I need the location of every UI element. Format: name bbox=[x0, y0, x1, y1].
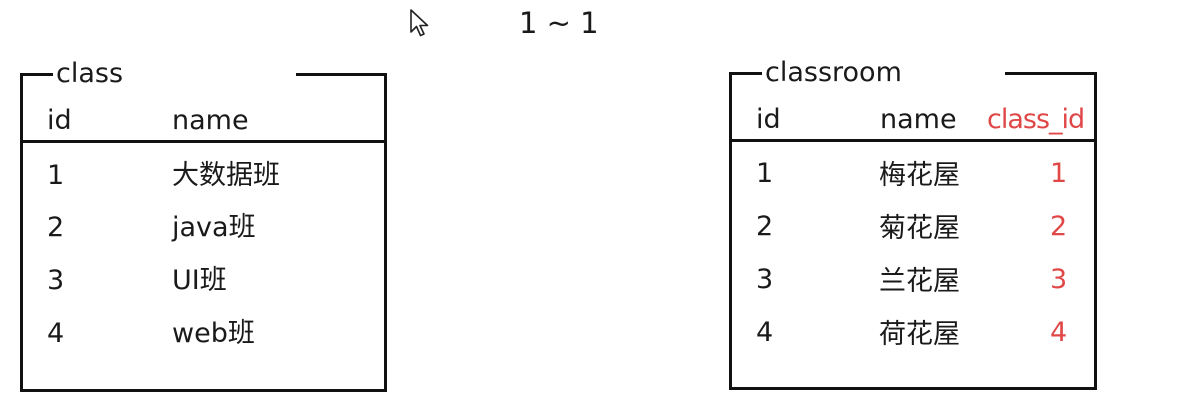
classroom-cell-id: 1 bbox=[756, 158, 774, 189]
classroom-cell-class-id: 3 bbox=[1050, 264, 1068, 295]
class-cell-id: 2 bbox=[47, 212, 65, 243]
classroom-cell-id: 3 bbox=[756, 264, 774, 295]
classroom-cell-id: 4 bbox=[756, 317, 774, 348]
classroom-header-class-id: class_id bbox=[987, 104, 1085, 135]
classroom-cell-class-id: 2 bbox=[1050, 211, 1068, 242]
classroom-table: classroom id name class_id 1 梅花屋 1 2 菊花屋… bbox=[729, 58, 1097, 390]
classroom-table-title: classroom bbox=[762, 58, 1005, 88]
class-cell-name: UI班 bbox=[172, 265, 227, 296]
class-cell-name: 大数据班 bbox=[172, 160, 280, 191]
class-header-name: name bbox=[172, 105, 249, 136]
classroom-cell-name: 荷花屋 bbox=[879, 319, 960, 350]
class-header-id: id bbox=[47, 105, 72, 136]
classroom-cell-name: 兰花屋 bbox=[879, 266, 960, 297]
classroom-cell-id: 2 bbox=[756, 211, 774, 242]
mouse-pointer-icon bbox=[410, 9, 429, 37]
class-cell-name: java班 bbox=[172, 212, 256, 243]
classroom-header-name: name bbox=[880, 104, 957, 135]
class-table: class id name 1 大数据班 2 java班 3 UI班 4 web… bbox=[20, 59, 387, 392]
classroom-header-divider bbox=[732, 139, 1094, 142]
class-table-title: class bbox=[53, 59, 296, 89]
classroom-cell-class-id: 4 bbox=[1050, 317, 1068, 348]
classroom-header-id: id bbox=[756, 104, 781, 135]
class-cell-name: web班 bbox=[172, 318, 255, 349]
class-cell-id: 3 bbox=[47, 265, 65, 296]
relationship-label: 1 ~ 1 bbox=[519, 6, 599, 40]
classroom-cell-class-id: 1 bbox=[1050, 158, 1068, 189]
classroom-cell-name: 梅花屋 bbox=[879, 160, 960, 191]
classroom-cell-name: 菊花屋 bbox=[879, 213, 960, 244]
class-header-divider bbox=[23, 140, 384, 143]
class-cell-id: 1 bbox=[47, 160, 65, 191]
class-cell-id: 4 bbox=[47, 318, 65, 349]
